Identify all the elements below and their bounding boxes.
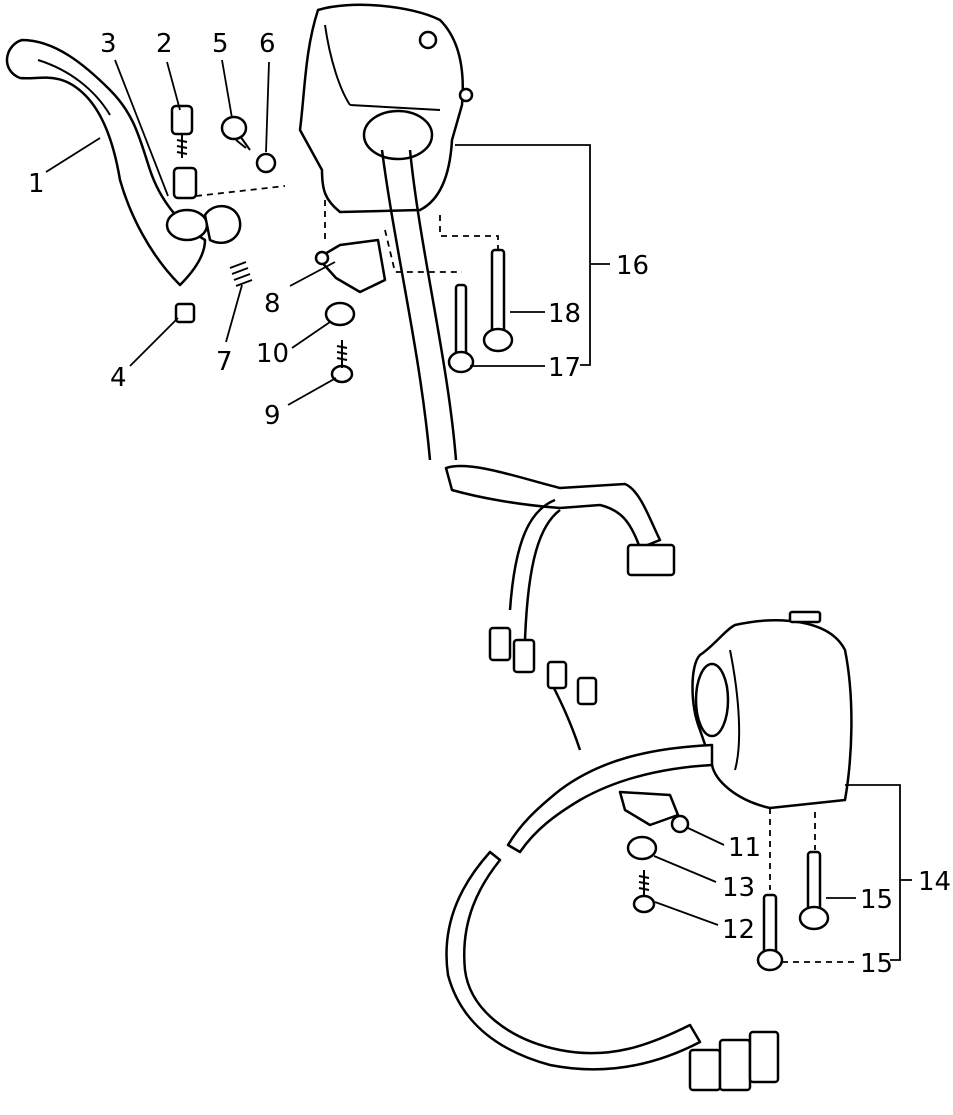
- screw-12: [632, 870, 656, 914]
- bolt-15-lower: [756, 893, 784, 972]
- spring-7: [229, 261, 253, 287]
- nut-6: [255, 152, 277, 174]
- callout-14: 14: [918, 867, 951, 897]
- screw-9: [330, 340, 354, 384]
- callout-5: 5: [212, 29, 229, 59]
- lower-cable: [445, 660, 780, 1092]
- callout-4: 4: [110, 363, 127, 393]
- callout-17: 17: [548, 353, 581, 383]
- callout-15-upper: 15: [860, 885, 893, 915]
- nut-4: [174, 302, 196, 324]
- callout-2: 2: [156, 29, 173, 59]
- bolt-2: [170, 104, 194, 158]
- upper-cable: [380, 149, 676, 674]
- callout-9: 9: [264, 401, 281, 431]
- callout-18: 18: [548, 299, 581, 329]
- switch-11: [618, 790, 690, 834]
- callout-8: 8: [264, 289, 281, 319]
- callout-16: 16: [616, 251, 649, 281]
- screw-5: [220, 115, 251, 151]
- leader-lines: [45, 59, 912, 963]
- callout-15-lower: 15: [860, 949, 893, 979]
- assembly-lines: [195, 185, 816, 890]
- callout-3: 3: [100, 29, 117, 59]
- switch-8: [314, 238, 387, 294]
- callout-13: 13: [722, 873, 755, 903]
- lower-switch-housing: [691, 610, 853, 810]
- callout-7: 7: [216, 347, 233, 377]
- bolt-18: [482, 248, 514, 353]
- lever-part: [5, 38, 242, 287]
- callout-6: 6: [259, 29, 276, 59]
- bolt-17: [447, 283, 475, 374]
- bolt-15-upper: [798, 850, 830, 931]
- callout-10: 10: [256, 339, 289, 369]
- upper-switch-housing: [298, 3, 474, 214]
- callout-11: 11: [728, 833, 761, 863]
- grommet-13: [626, 835, 658, 861]
- callout-12: 12: [722, 915, 755, 945]
- collar-3: [172, 166, 198, 200]
- callout-labels: 1 2 3 5 6 4 7 8 10 9 16 18 17 11 13 12 1…: [28, 29, 951, 979]
- callout-1: 1: [28, 169, 45, 199]
- grommet-10: [324, 301, 356, 327]
